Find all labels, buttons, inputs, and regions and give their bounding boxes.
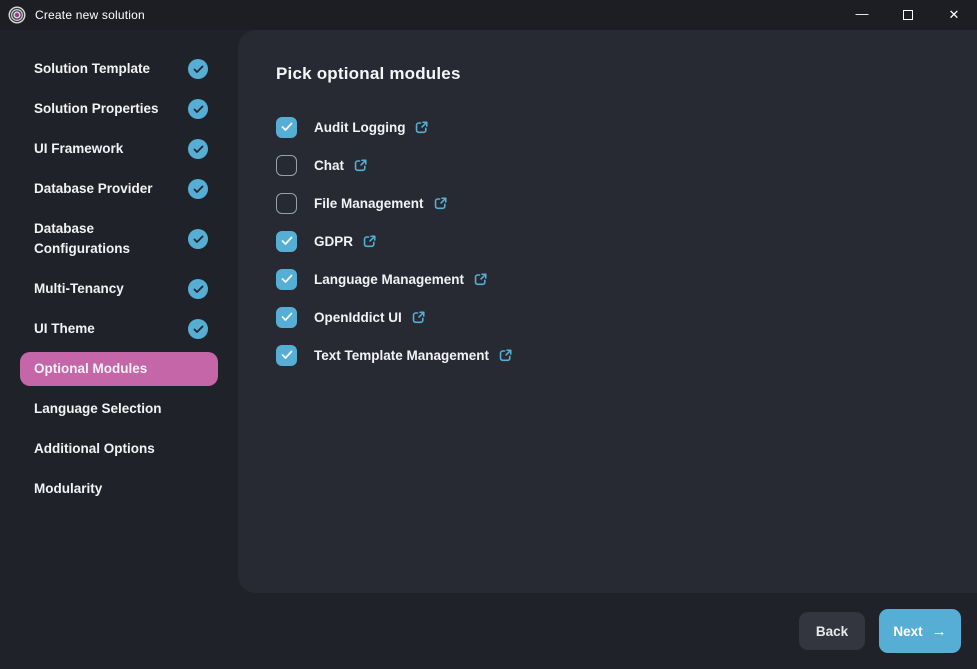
external-link-icon[interactable] [498,348,513,363]
module-row-audit-logging: Audit Logging [276,108,939,146]
module-row-language-management: Language Management [276,260,939,298]
next-button[interactable]: Next → [879,609,961,653]
module-checkbox[interactable] [276,154,297,176]
sidebar-step-solution-properties[interactable]: Solution Properties [20,92,218,126]
module-row-chat: Chat [276,146,939,184]
check-circle-icon [188,319,208,339]
external-link-icon[interactable] [411,310,426,325]
module-label: Chat [314,157,344,173]
external-link-icon[interactable] [353,158,368,173]
step-label: Multi-Tenancy [34,281,124,296]
step-label: UI Framework [34,141,124,156]
minimize-icon: — [855,5,869,21]
check-circle-icon [188,179,208,199]
check-icon [281,350,292,359]
step-label: Language Selection [34,401,162,416]
module-label: Text Template Management [314,347,490,363]
module-list: Audit Logging Chat [276,108,939,374]
check-icon [281,312,292,321]
arrow-right-icon: → [931,622,947,640]
module-label: GDPR [314,233,354,249]
external-link-icon[interactable] [362,234,377,249]
module-row-gdpr: GDPR [276,222,939,260]
step-label: Solution Template [34,61,151,76]
footer-bar: Back Next → [238,593,977,669]
optional-modules-panel: Pick optional modules Audit Logging [238,30,977,593]
check-circle-icon [188,229,208,249]
step-label: Database Configurations [34,221,130,256]
check-icon [281,122,292,131]
maximize-icon [903,10,913,20]
module-checkbox[interactable] [276,192,297,214]
back-button-label: Back [815,623,849,639]
module-label: File Management [314,195,424,211]
check-circle-icon [188,59,208,79]
module-checkbox[interactable] [276,268,297,290]
sidebar-step-database-provider[interactable]: Database Provider [20,172,218,206]
module-row-text-template-management: Text Template Management [276,336,939,374]
next-button-label: Next [893,623,923,639]
check-circle-icon [188,279,208,299]
module-checkbox[interactable] [276,306,297,328]
step-label: Solution Properties [34,101,159,116]
sidebar-steps: Solution Template Solution Properties UI… [0,30,238,669]
step-label: Database Provider [34,181,153,196]
module-label: OpenIddict UI [314,309,402,325]
window-title: Create new solution [35,8,145,22]
minimize-button[interactable]: — [839,0,885,30]
sidebar-step-ui-theme[interactable]: UI Theme [20,312,218,346]
close-button[interactable]: ✕ [931,0,977,30]
app-logo-icon [8,6,26,24]
step-label: Optional Modules [34,361,148,376]
external-link-icon[interactable] [433,196,448,211]
module-checkbox[interactable] [276,344,297,366]
step-label: UI Theme [34,321,95,336]
sidebar-step-database-configurations[interactable]: Database Configurations [20,212,218,266]
module-checkbox[interactable] [276,230,297,252]
check-icon [281,236,292,245]
module-row-file-management: File Management [276,184,939,222]
module-row-openiddict-ui: OpenIddict UI [276,298,939,336]
check-icon [281,274,292,283]
sidebar-step-optional-modules[interactable]: Optional Modules [20,352,218,386]
module-checkbox[interactable] [276,116,297,138]
check-circle-icon [188,99,208,119]
sidebar-step-modularity[interactable]: Modularity [20,472,218,506]
sidebar-step-ui-framework[interactable]: UI Framework [20,132,218,166]
maximize-button[interactable] [885,0,931,30]
check-circle-icon [188,139,208,159]
titlebar: Create new solution — ✕ [0,0,977,30]
sidebar-step-multi-tenancy[interactable]: Multi-Tenancy [20,272,218,306]
sidebar-step-solution-template[interactable]: Solution Template [20,52,218,86]
sidebar-step-additional-options[interactable]: Additional Options [20,432,218,466]
step-label: Modularity [34,481,103,496]
external-link-icon[interactable] [473,272,488,287]
external-link-icon[interactable] [414,120,429,135]
module-label: Language Management [314,271,465,287]
page-title: Pick optional modules [276,64,461,83]
step-label: Additional Options [34,441,155,456]
sidebar-step-language-selection[interactable]: Language Selection [20,392,218,426]
close-icon: ✕ [948,7,960,22]
module-label: Audit Logging [314,119,406,135]
back-button[interactable]: Back [799,612,865,650]
